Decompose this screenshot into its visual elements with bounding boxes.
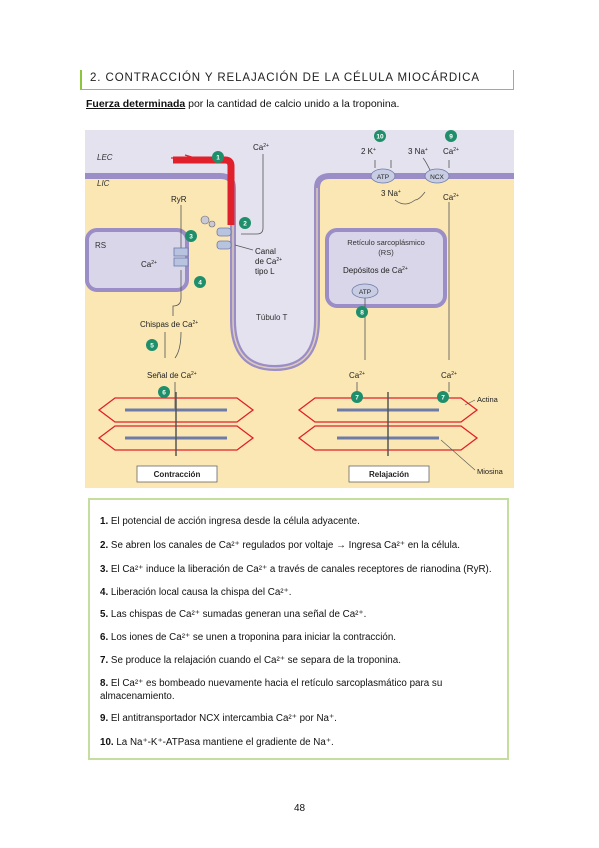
svg-text:Señal de Ca2+: Señal de Ca2+ bbox=[147, 371, 197, 380]
step-item-6: 6. Los iones de Ca²⁺ se unen a troponina… bbox=[100, 632, 397, 643]
section-heading-text: 2. CONTRACCIÓN Y RELAJACIÓN DE LA CÉLULA… bbox=[90, 72, 480, 84]
step-item-10: 10. La Na⁺-K⁺-ATPasa mantiene el gradien… bbox=[100, 737, 334, 748]
na-top-label: 3 Na bbox=[408, 147, 425, 156]
svg-text:Ca2+: Ca2+ bbox=[443, 193, 459, 202]
step-item-5: 5. Las chispas de Ca²⁺ sumadas generan u… bbox=[100, 609, 367, 620]
step-8: 8 bbox=[360, 310, 364, 317]
ncx-exchanger bbox=[424, 168, 450, 184]
svg-text:Ca2+: Ca2+ bbox=[253, 143, 269, 152]
sr-left bbox=[85, 228, 189, 292]
ca-right-top-label: Ca bbox=[443, 147, 454, 156]
svg-text:ATP: ATP bbox=[359, 289, 371, 296]
intro-rest: por la cantidad de calcio unido a la tro… bbox=[185, 98, 400, 110]
svg-text:Ca2+: Ca2+ bbox=[349, 371, 365, 380]
step-item-8: 8. El Ca²⁺ es bombeado nuevamente hacia … bbox=[100, 678, 443, 702]
relajacion-box bbox=[348, 465, 430, 483]
step-item-2: 2. Se abren los canales de Ca²⁺ regulado… bbox=[100, 540, 460, 551]
svg-text:3 Na+: 3 Na+ bbox=[408, 147, 428, 156]
l-type-channel bbox=[216, 227, 232, 237]
contraccion-box bbox=[136, 465, 218, 483]
relajacion-label: Relajación bbox=[369, 470, 409, 479]
svg-text:Chispas de Ca2+: Chispas de Ca2+ bbox=[140, 320, 198, 329]
ca-rs-label: Ca bbox=[141, 260, 152, 269]
section-heading: 2. CONTRACCIÓN Y RELAJACIÓN DE LA CÉLULA… bbox=[80, 70, 514, 90]
contraccion-label: Contracción bbox=[154, 470, 201, 479]
k-label: 2 K bbox=[361, 147, 374, 156]
step-10: 10 bbox=[376, 134, 384, 141]
step-9: 9 bbox=[449, 134, 453, 141]
action-potential-path bbox=[173, 156, 235, 225]
svg-text:ATP: ATP bbox=[377, 174, 389, 181]
svg-text:Ca2+: Ca2+ bbox=[443, 147, 459, 156]
step-item-7: 7. Se produce la relajación cuando el Ca… bbox=[100, 655, 401, 666]
svg-text:NCX: NCX bbox=[430, 174, 444, 181]
step-2: 2 bbox=[243, 221, 247, 228]
step-item-1: 1. El potencial de acción ingresa desde … bbox=[100, 516, 360, 527]
ca-right-low-label: Ca bbox=[441, 371, 452, 380]
steps-box: 1. El potencial de acción ingresa desde … bbox=[88, 498, 509, 760]
senal-label: Señal de Ca bbox=[147, 371, 192, 380]
step-6: 6 bbox=[162, 390, 166, 397]
step-item-4: 4. Liberación local causa la chispa del … bbox=[100, 587, 292, 598]
page-number: 48 bbox=[293, 803, 306, 814]
step-5: 5 bbox=[150, 343, 154, 350]
svg-text:Depósitos de Ca2+: Depósitos de Ca2+ bbox=[343, 266, 408, 275]
step-4: 4 bbox=[198, 280, 202, 287]
sarcomere-relaxation bbox=[297, 392, 479, 456]
ca-left-low-label: Ca bbox=[349, 371, 360, 380]
intro-bold: Fuerza determinada bbox=[86, 98, 186, 110]
na-bottom-label: 3 Na bbox=[381, 189, 398, 198]
tubulo-label: Túbulo T bbox=[256, 313, 288, 322]
step-item-9: 9. El antitransportador NCX intercambia … bbox=[100, 713, 337, 724]
depositos-label: Depósitos de Ca bbox=[343, 266, 403, 275]
svg-text:2 K+: 2 K+ bbox=[361, 147, 376, 156]
intro-paragraph: Fuerza determinada por la cantidad de ca… bbox=[86, 98, 399, 110]
ryr-channel bbox=[173, 247, 189, 257]
step-markers bbox=[146, 130, 457, 403]
step-7b: 7 bbox=[441, 395, 445, 402]
sarcomere-contraction bbox=[97, 392, 255, 456]
ca-right-mid-label: Ca bbox=[443, 193, 454, 202]
step-1: 1 bbox=[216, 155, 220, 162]
extracellular-bg bbox=[85, 130, 514, 368]
ca-top-label: Ca bbox=[253, 143, 264, 152]
svg-text:3 Na+: 3 Na+ bbox=[381, 189, 401, 198]
reticulo-label: Retículo sarcoplásmico(RS) bbox=[347, 238, 425, 257]
ryr-label: RyR bbox=[171, 195, 187, 204]
step-3: 3 bbox=[189, 234, 193, 241]
rs-label: RS bbox=[95, 241, 106, 250]
step-item-3: 3. El Ca²⁺ induce la liberación de Ca²⁺ … bbox=[100, 564, 492, 575]
lec-label: LEC bbox=[97, 153, 113, 162]
na-k-atpase bbox=[370, 168, 396, 184]
miosina-label: Miosina bbox=[477, 467, 504, 476]
lic-label: LIC bbox=[97, 179, 110, 188]
step-7a: 7 bbox=[355, 395, 359, 402]
svg-text:Ca2+: Ca2+ bbox=[141, 260, 157, 269]
actina-label: Actina bbox=[477, 395, 499, 404]
chispas-label: Chispas de Ca bbox=[140, 320, 193, 329]
svg-text:Ca2+: Ca2+ bbox=[441, 371, 457, 380]
